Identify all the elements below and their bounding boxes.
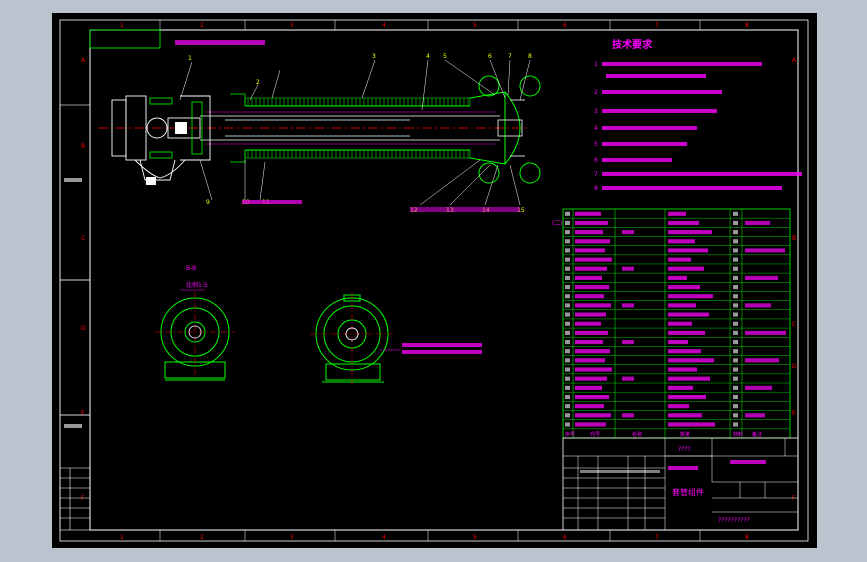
row-label-left: C (81, 235, 85, 242)
row-label-right: B (792, 235, 796, 242)
table-header-cell: 名称 (632, 431, 642, 438)
row-label-left: D (81, 325, 86, 332)
svg-text:8: 8 (528, 53, 532, 60)
col-label-bottom: 1 (120, 534, 124, 541)
row-markers: A B C D E F A B C D E F (81, 57, 797, 502)
leader-lines (179, 59, 531, 206)
drawing-name: 套管组件 (672, 487, 704, 497)
left-margin-strip (59, 104, 91, 531)
col-label-bottom: 7 (655, 534, 659, 541)
col-label-top: 8 (745, 22, 749, 29)
svg-text:5: 5 (443, 53, 447, 60)
col-label-top: 4 (382, 22, 386, 29)
row-label-right: E (792, 410, 796, 417)
title-placeholder: ?????????? (718, 517, 750, 524)
col-label-top: 6 (563, 22, 567, 29)
title-block: ???? 套管组件 ?????????? (562, 437, 799, 531)
svg-text:6: 6 (488, 53, 492, 60)
end-view (310, 292, 482, 384)
col-label-bottom: 4 (382, 534, 386, 541)
svg-text:1: 1 (188, 55, 192, 62)
note-number: 3 (594, 108, 598, 115)
table-header-cell: 代号 (590, 431, 600, 438)
col-label-bottom: 6 (563, 534, 567, 541)
svg-text:15: 15 (517, 207, 525, 214)
code-box (89, 29, 161, 49)
row-label-left: A (81, 57, 86, 64)
table-header-cell: 材料 (733, 431, 743, 438)
table-header-cell: 备注 (752, 431, 762, 438)
svg-text:2: 2 (256, 79, 260, 86)
table-header-cell: 数量 (680, 431, 690, 438)
svg-text:9: 9 (206, 199, 210, 206)
note-number: 8 (594, 185, 598, 192)
row-label-left: E (81, 410, 85, 417)
note-number: 6 (594, 157, 598, 164)
parts-list-table: 序号 代号 名称 数量 材料 备注 (562, 208, 791, 439)
technical-notes: 技术要求 1 2 3 4 5 6 7 8 (594, 38, 802, 192)
section-view-bb: B-B 比例1:5 (155, 265, 235, 381)
note-number: 7 (594, 171, 598, 178)
note-number: 4 (594, 125, 598, 132)
row-label-right: F (792, 495, 796, 502)
drawing-sheet (52, 13, 817, 548)
scale-label: 比例1:5 (186, 281, 208, 289)
col-label-top: 2 (200, 22, 204, 29)
svg-text:7: 7 (508, 53, 512, 60)
col-label-top: 7 (655, 22, 659, 29)
notes-title: 技术要求 (612, 38, 653, 51)
col-label-top: 3 (290, 22, 294, 29)
col-label-top: 5 (473, 22, 477, 29)
col-label-top: 1 (120, 22, 124, 29)
section-label: B-B (186, 265, 196, 272)
col-label-bottom: 2 (200, 534, 204, 541)
table-header-cell: 序号 (565, 431, 575, 438)
row-label-right: C (792, 321, 796, 328)
note-number: 5 (594, 141, 598, 148)
row-label-right: D (792, 363, 797, 370)
title-placeholder: ???? (678, 446, 691, 453)
svg-text:4: 4 (426, 53, 430, 60)
row-label-right: A (792, 57, 797, 64)
note-number: 2 (594, 89, 598, 96)
col-label-bottom: 8 (745, 534, 749, 541)
col-label-bottom: 3 (290, 534, 294, 541)
column-markers: 1 2 3 4 5 6 7 8 1 2 3 4 5 6 7 8 (120, 22, 749, 541)
row-label-left: F (81, 495, 85, 502)
unit-label: (二) (552, 220, 563, 227)
svg-text:3: 3 (372, 53, 376, 60)
col-label-bottom: 5 (473, 534, 477, 541)
row-label-left: B (81, 143, 85, 150)
main-assembly-view: 123 456 78 91011 121314 15 (98, 40, 541, 214)
note-number: 1 (594, 61, 598, 68)
